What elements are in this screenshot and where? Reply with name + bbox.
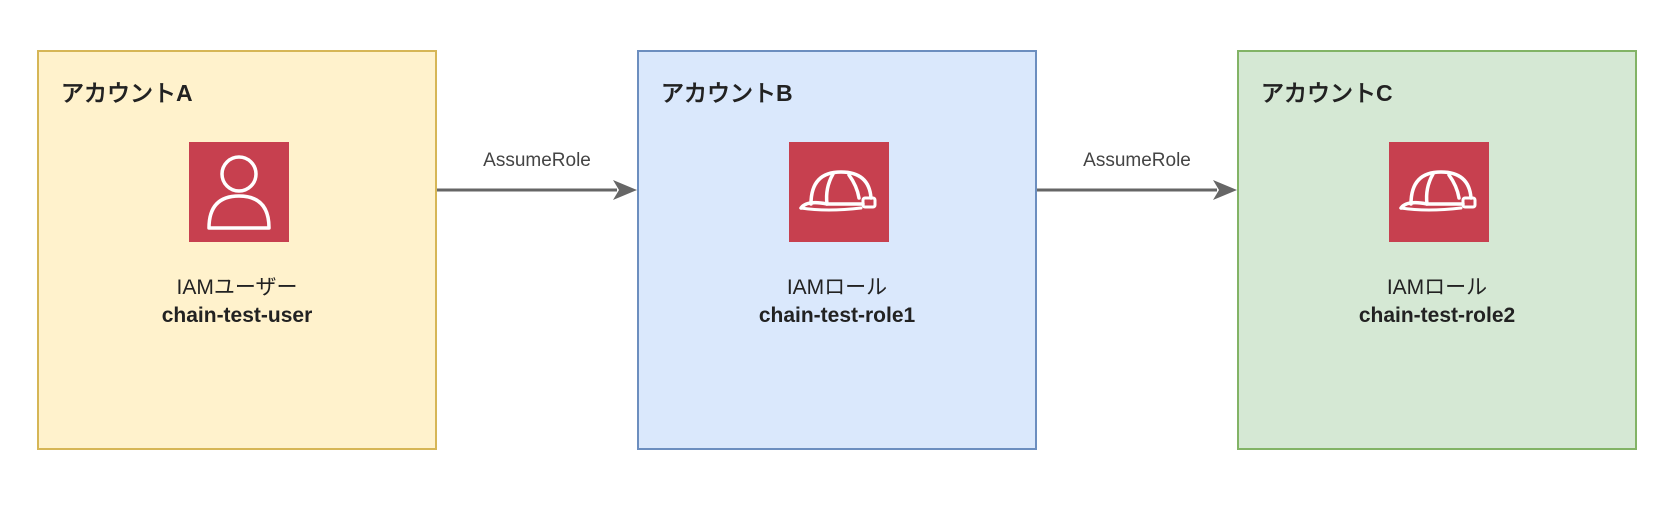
account-a-caption: IAMユーザー chain-test-user (39, 274, 435, 330)
account-c-name: chain-test-role2 (1358, 304, 1516, 327)
account-a-title: アカウントA (61, 80, 193, 106)
account-b-kind: IAMロール (786, 276, 888, 299)
hardhat-role-icon (789, 142, 889, 242)
assume-role-arrow-1: AssumeRole (437, 150, 637, 230)
account-b-caption: IAMロール chain-test-role1 (639, 274, 1035, 330)
arrow-2-line (1037, 180, 1237, 200)
account-c-title: アカウントC (1261, 80, 1393, 106)
arrow-2-label: AssumeRole (1083, 150, 1191, 171)
account-b-name: chain-test-role1 (758, 304, 916, 327)
account-c-kind: IAMロール (1386, 276, 1488, 299)
hardhat-role-icon (1389, 142, 1489, 242)
account-c-box: アカウントC IAMロール chain-test-role2 (1237, 50, 1637, 450)
account-a-kind: IAMユーザー (176, 276, 298, 299)
account-b-title: アカウントB (661, 80, 793, 106)
arrow-1-label: AssumeRole (483, 150, 591, 171)
user-icon (189, 142, 289, 242)
account-a-name: chain-test-user (161, 304, 313, 327)
account-c-caption: IAMロール chain-test-role2 (1239, 274, 1635, 330)
account-a-box: アカウントA IAMユーザー chain-test-user (37, 50, 437, 450)
account-b-box: アカウントB IAMロール chain-test-role1 (637, 50, 1037, 450)
assume-role-arrow-2: AssumeRole (1037, 150, 1237, 230)
arrow-1-line (437, 180, 637, 200)
